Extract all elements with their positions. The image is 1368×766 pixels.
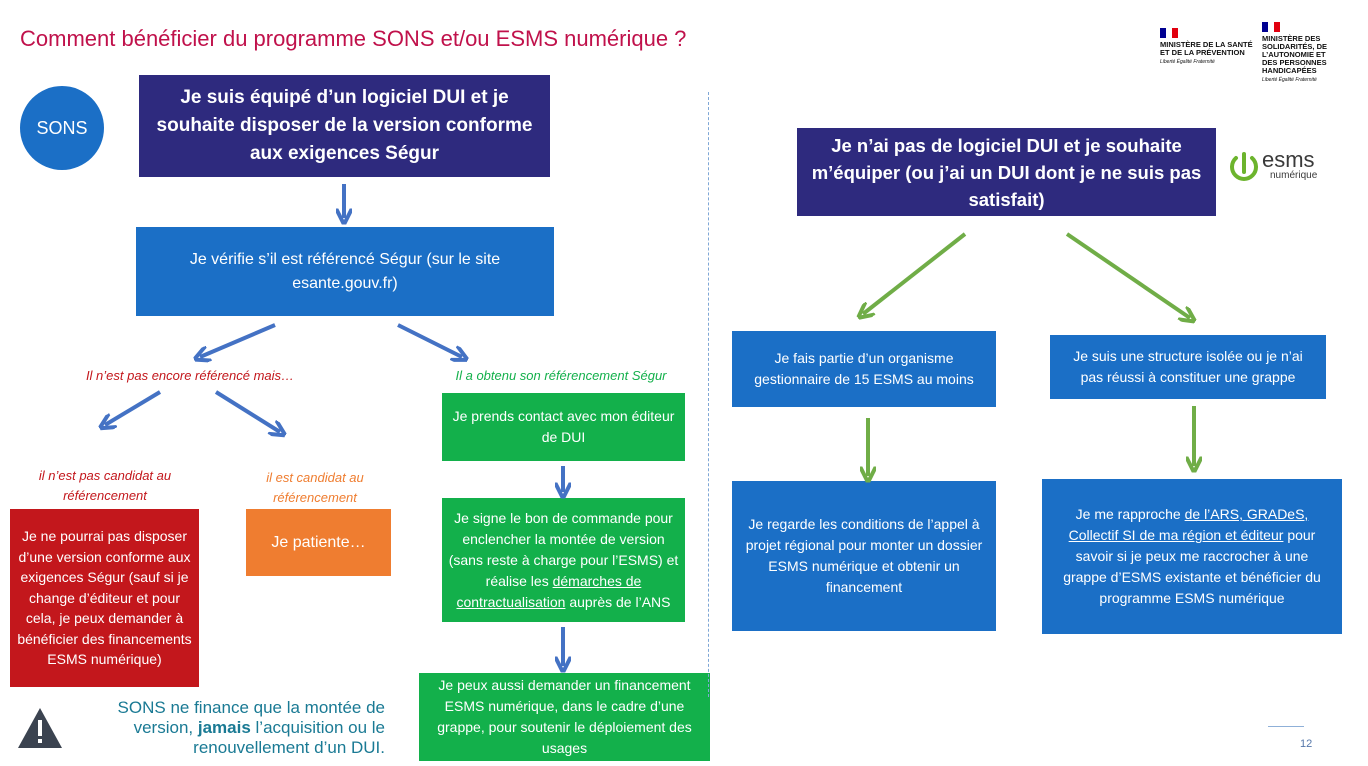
regional-call-box: Je regarde les conditions de l’appel à p… <box>732 481 996 631</box>
sons-badge: SONS <box>20 86 104 170</box>
column-divider <box>708 92 709 697</box>
note-text: SONS ne finance que la montée de version… <box>117 698 385 737</box>
organisme-box: Je fais partie d’un organisme gestionnai… <box>732 331 996 407</box>
flag-icon <box>1160 28 1178 38</box>
note-text-end: l’acquisition ou le renouvellement d’un … <box>193 718 385 757</box>
page-title: Comment bénéficier du programme SONS et/… <box>20 26 687 51</box>
ars-contact-box: Je me rapproche de l’ARS, GRADeS, Collec… <box>1042 479 1342 634</box>
sons-note: SONS ne finance que la montée de version… <box>60 698 385 758</box>
verify-box: Je vérifie s’il est référencé Ségur (sur… <box>136 227 554 316</box>
arrow-right <box>214 390 280 432</box>
esms-logo-sub: numérique <box>1270 170 1318 181</box>
gov-motto: Liberté Égalité Fraternité <box>1262 77 1317 83</box>
esms-logo-icon <box>1230 152 1258 181</box>
esms-numerique-logo: esms numérique <box>1228 148 1338 188</box>
page-number-rule <box>1268 726 1304 727</box>
gov-name: MINISTÈRE DES SOLIDARITÉS, DE L’AUTONOMI… <box>1262 34 1328 75</box>
arrow-right <box>1065 232 1190 318</box>
esms-logo-name: esms <box>1262 147 1315 172</box>
candidate-label: il est candidat au référencement <box>266 470 364 505</box>
note-emphasis: jamais <box>197 718 251 737</box>
sign-order-box: Je signe le bon de commande pour enclenc… <box>442 498 685 622</box>
not-candidate-label: il n’est pas candidat au référencement <box>38 468 172 503</box>
finance-box: Je peux aussi demander un financement ES… <box>419 673 710 761</box>
arrow-right <box>397 323 462 357</box>
ars-text-end: pour savoir si je peux me raccrocher à u… <box>1063 527 1321 606</box>
arrow-left <box>200 323 276 357</box>
candidate-box: Je patiente… <box>246 509 391 576</box>
ars-link[interactable]: de l’ARS, GRADeS, Collectif SI de ma rég… <box>1068 506 1309 543</box>
branch-ref-label: Il a obtenu son référencement Ségur <box>455 368 667 383</box>
contractualisation-link[interactable]: démarches de contractualisation <box>456 572 642 610</box>
left-header-box: Je suis équipé d’un logiciel DUI et je s… <box>139 75 550 177</box>
sign-text: Je signe le bon de commande pour enclenc… <box>448 509 679 589</box>
contact-editor-box: Je prends contact avec mon éditeur de DU… <box>442 393 685 461</box>
ars-text: Je me rapproche <box>1075 506 1181 522</box>
gov-logo-solidarites: MINISTÈRE DES SOLIDARITÉS, DE L’AUTONOMI… <box>1262 22 1342 83</box>
branch-not-ref-label: Il n’est pas encore référencé mais… <box>85 368 295 383</box>
gov-motto: Liberté Égalité Fraternité <box>1160 59 1215 65</box>
gov-name: MINISTÈRE DE LA SANTÉ ET DE LA PRÉVENTIO… <box>1160 40 1253 57</box>
warning-icon <box>18 708 62 748</box>
isolated-box: Je suis une structure isolée ou je n’ai … <box>1050 335 1326 399</box>
page-number: 12 <box>1300 738 1313 750</box>
not-candidate-box: Je ne pourrai pas disposer d’une version… <box>10 509 199 687</box>
sign-text-end: auprès de l’ANS <box>569 593 671 610</box>
arrow-left <box>863 232 967 314</box>
flag-icon <box>1262 22 1280 32</box>
arrow-left <box>105 390 162 425</box>
right-header-box: Je n’ai pas de logiciel DUI et je souhai… <box>797 128 1216 216</box>
gov-logo-sante: MINISTÈRE DE LA SANTÉ ET DE LA PRÉVENTIO… <box>1160 28 1255 65</box>
